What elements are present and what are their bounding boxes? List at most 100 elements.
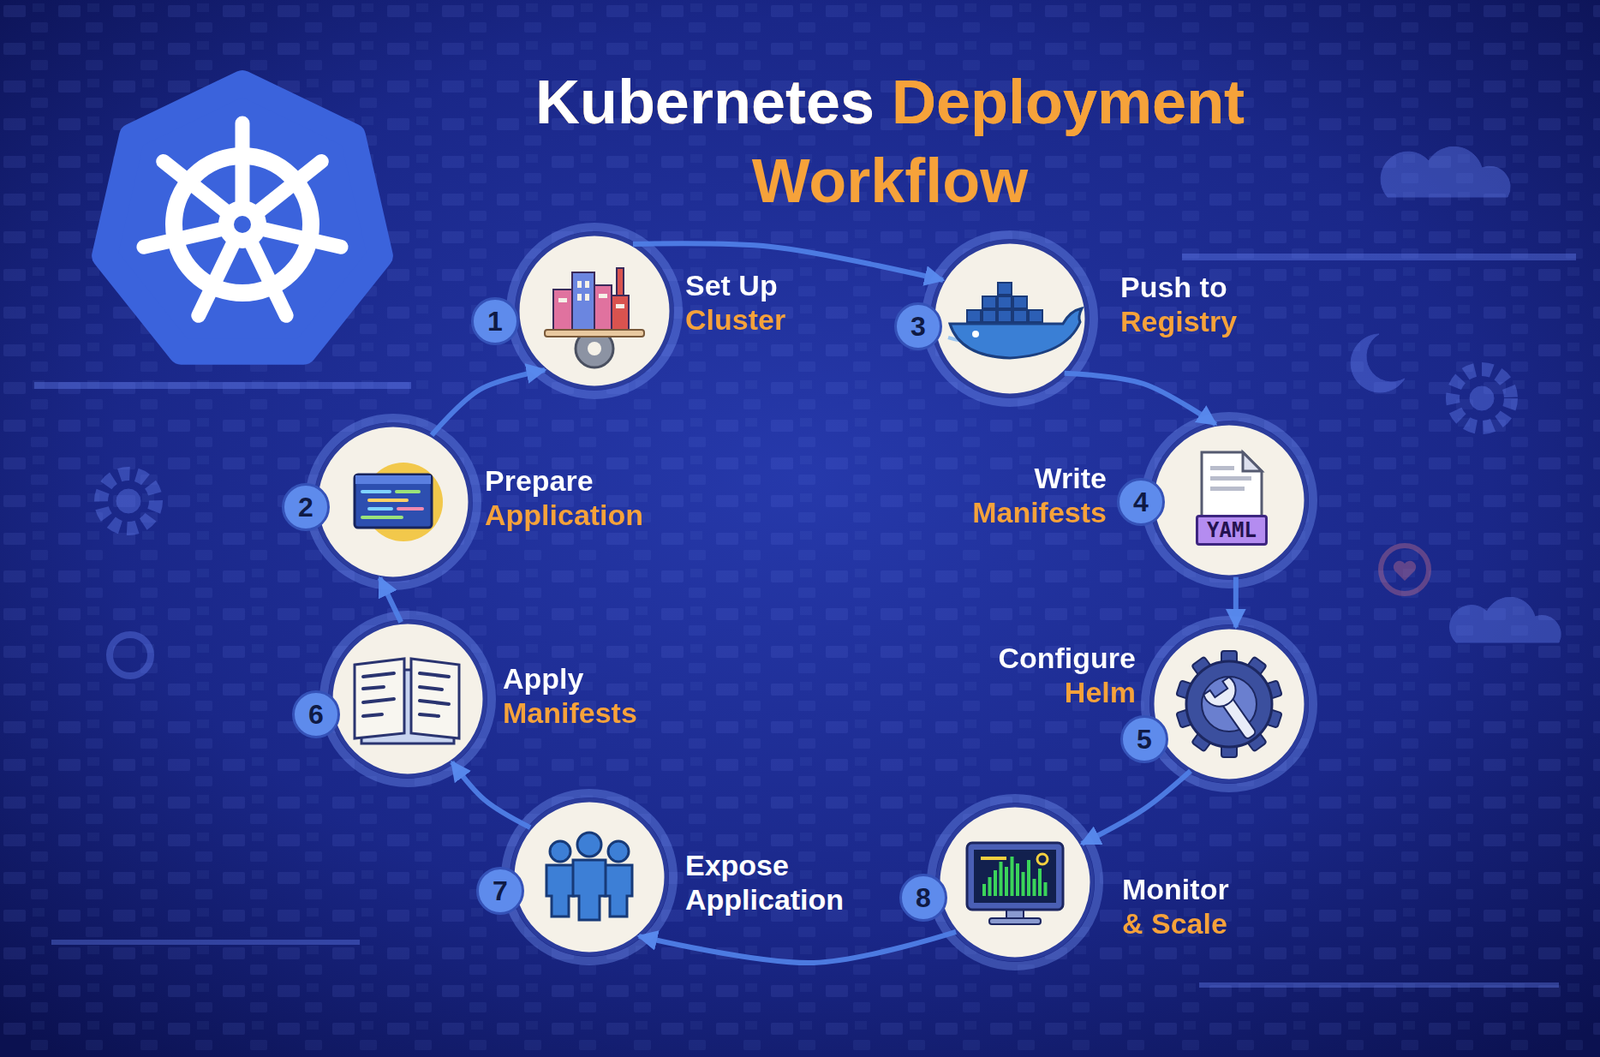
logo-wheel-spoke xyxy=(250,239,287,316)
chart-bar xyxy=(993,870,998,896)
decoration-part xyxy=(34,382,412,389)
logo-heptagon xyxy=(104,83,381,353)
kubernetes-logo xyxy=(104,83,381,353)
cluster-icon-part-part xyxy=(577,293,582,301)
step-node: 8Monitor & Scale xyxy=(937,805,1093,960)
docker-whale-icon-part-part xyxy=(1013,296,1027,309)
code-icon-part xyxy=(362,491,423,518)
step-label: Set Up Cluster xyxy=(685,268,794,337)
cluster-icon xyxy=(544,268,645,368)
circle-glow xyxy=(925,234,1094,403)
logo-wheel-spoke xyxy=(258,227,341,247)
code-icon-part-part xyxy=(362,515,402,520)
docker-whale-icon-part xyxy=(967,282,1043,323)
cluster-icon-part xyxy=(611,295,629,330)
decoration-part xyxy=(1199,982,1559,988)
cluster-icon-part xyxy=(544,329,645,337)
users-icon xyxy=(546,832,633,920)
yaml-document-icon-part xyxy=(1210,465,1252,491)
chart-bar xyxy=(999,861,1003,896)
monitor-icon-part xyxy=(967,842,1063,910)
cluster-icon-part xyxy=(553,289,573,330)
users-icon-part xyxy=(604,865,633,917)
code-icon-part xyxy=(355,475,431,484)
code-icon xyxy=(354,462,443,542)
users-icon-part xyxy=(573,859,606,920)
helm-gear-icon-part xyxy=(1186,661,1272,747)
step-node: 6Apply Manifests xyxy=(330,621,485,777)
docker-whale-icon-part-part xyxy=(982,296,997,309)
monitor-icon-part xyxy=(973,849,1057,903)
step-label: Apply Manifests xyxy=(502,661,645,730)
step-label: Write Manifests xyxy=(965,460,1107,530)
logo-wheel-hub xyxy=(218,200,267,249)
cluster-icon-part-part xyxy=(615,304,625,309)
flow-arrow xyxy=(1064,373,1217,425)
step-number: 3 xyxy=(894,302,943,351)
step-number: 4 xyxy=(1116,477,1165,526)
step-label: Configure Helm xyxy=(991,640,1136,710)
monitor-icon-part xyxy=(1037,853,1048,865)
docker-whale-icon-part xyxy=(972,330,980,338)
flow-arrow xyxy=(1081,770,1191,844)
users-icon-part xyxy=(577,832,602,857)
manifest-pages-icon-part-part xyxy=(419,686,442,690)
step-number: 2 xyxy=(281,483,330,532)
docker-whale-icon-part-part xyxy=(967,310,981,323)
cluster-icon-part xyxy=(587,341,602,356)
step-node: 1Set Up Cluster xyxy=(517,233,672,389)
chart-bar xyxy=(1021,871,1026,896)
monitor-icon xyxy=(967,842,1063,925)
manifest-pages-icon-part-part xyxy=(363,686,384,689)
decoration-part xyxy=(109,634,151,676)
logo-wheel-center xyxy=(233,215,251,233)
manifest-pages-icon-part-part xyxy=(363,673,395,677)
step-number: 5 xyxy=(1120,715,1169,764)
docker-whale-icon-part-part xyxy=(997,282,1012,295)
decoration-part xyxy=(1393,561,1416,581)
yaml-document-icon-part-part xyxy=(1210,476,1252,481)
manifest-pages-icon-part-part xyxy=(363,698,395,703)
cluster-icon-part xyxy=(558,280,625,309)
logo-wheel-spoke xyxy=(256,161,323,214)
circle-glow xyxy=(309,417,478,586)
decoration-part xyxy=(1452,369,1511,428)
decoration xyxy=(34,146,1577,986)
manifest-pages-icon-part-part xyxy=(419,700,449,705)
chart-bar xyxy=(982,883,986,896)
decoration-part xyxy=(101,473,156,529)
monitor-icon-part xyxy=(982,856,1048,896)
code-icon-part xyxy=(354,474,432,528)
step-number: 6 xyxy=(292,690,341,739)
cluster-icon-part xyxy=(594,285,612,330)
chart-bar xyxy=(1026,859,1031,896)
manifest-pages-icon-part xyxy=(411,658,460,739)
step-label: Push to Registry xyxy=(1120,269,1245,339)
flow-arrow xyxy=(1233,577,1239,628)
manifest-pages-icon-part-part xyxy=(363,714,383,717)
chart-bar xyxy=(1004,866,1009,896)
decoration-part xyxy=(116,489,141,514)
docker-whale-icon-part xyxy=(949,308,1082,359)
manifest-pages-icon xyxy=(354,658,460,744)
users-icon-part xyxy=(608,841,629,862)
step-circle xyxy=(512,800,667,955)
helm-gear-icon-part xyxy=(1203,676,1266,747)
users-icon-part xyxy=(546,865,574,917)
step-label: Expose Application xyxy=(685,847,852,917)
step-number: 1 xyxy=(471,297,520,346)
step-node: 4Write Manifests xyxy=(1152,423,1307,578)
diagram-title: Kubernetes Deployment Workflow xyxy=(530,62,1251,221)
circle-glow xyxy=(931,798,1099,967)
cluster-icon-part-part xyxy=(577,280,582,288)
cluster-icon-part-part xyxy=(598,293,608,299)
docker-whale-icon-part-part xyxy=(1028,310,1043,323)
chart-bar xyxy=(1032,878,1037,896)
cluster-icon-part xyxy=(572,272,595,330)
file-type-tag: YAML xyxy=(1195,514,1268,546)
chart-bar xyxy=(988,877,992,896)
circle-glow xyxy=(1145,620,1314,789)
code-icon-part-part xyxy=(369,498,407,502)
